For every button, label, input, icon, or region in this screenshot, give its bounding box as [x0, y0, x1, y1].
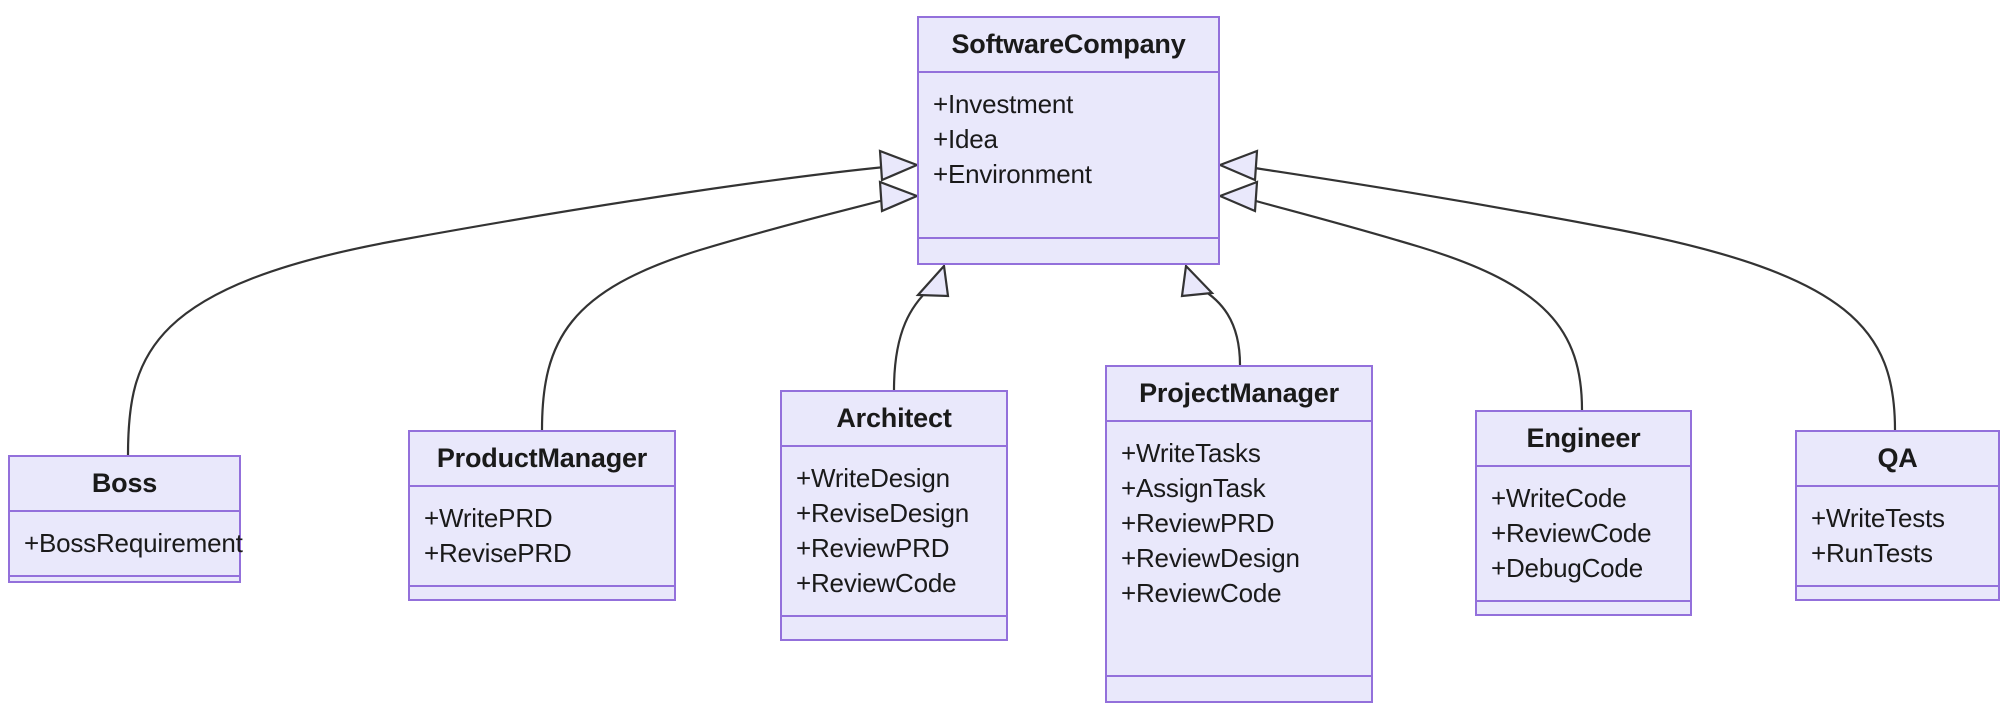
class-methods	[1797, 587, 1998, 611]
attribute-row: +RevisePRD	[424, 538, 572, 568]
attribute-row: +WriteCode	[1491, 483, 1627, 513]
uml-class-projectmanager[interactable]: ProjectManager +WriteTasks +AssignTask +…	[1105, 365, 1373, 703]
class-attributes: +BossRequirement	[10, 512, 243, 577]
attribute-row: +WriteTests	[1811, 503, 1945, 533]
class-title: SoftwareCompany	[919, 18, 1218, 73]
class-methods	[10, 577, 239, 601]
class-title: QA	[1797, 432, 1998, 487]
attribute-row: +ReviewCode	[1121, 578, 1282, 608]
class-title: Boss	[10, 457, 239, 512]
class-methods	[1477, 602, 1690, 626]
attribute-row: +ReviewPRD	[1121, 508, 1275, 538]
class-title: Engineer	[1477, 412, 1690, 467]
attribute-row: +WritePRD	[424, 503, 553, 533]
attribute-row: +WriteDesign	[796, 463, 950, 493]
attribute-row: +WriteTasks	[1121, 438, 1261, 468]
uml-class-productmanager[interactable]: ProductManager +WritePRD +RevisePRD	[408, 430, 676, 601]
class-title: ProjectManager	[1107, 367, 1371, 422]
class-attributes: +Investment +Idea +Environment	[919, 73, 1218, 239]
attribute-row: +ReviewCode	[796, 568, 957, 598]
uml-class-softwarecompany[interactable]: SoftwareCompany +Investment +Idea +Envir…	[917, 16, 1220, 265]
edge-architect-to-softwarecompany	[892, 263, 950, 391]
uml-class-boss[interactable]: Boss +BossRequirement	[8, 455, 243, 583]
class-attributes: +WritePRD +RevisePRD	[410, 487, 674, 587]
attribute-row: +ReviewCode	[1491, 518, 1652, 548]
uml-class-engineer[interactable]: Engineer +WriteCode +ReviewCode +DebugCo…	[1475, 410, 1692, 616]
attribute-row: +BossRequirement	[24, 528, 243, 558]
attribute-row: +Investment	[933, 89, 1074, 119]
attribute-row: +Environment	[933, 159, 1092, 189]
uml-class-qa[interactable]: QA +WriteTests +RunTests	[1795, 430, 2000, 601]
class-attributes: +WriteTests +RunTests	[1797, 487, 1998, 587]
attribute-row: +ReviewPRD	[796, 533, 950, 563]
class-title: ProductManager	[410, 432, 674, 487]
class-attributes: +WriteCode +ReviewCode +DebugCode	[1477, 467, 1690, 602]
attribute-row: +RunTests	[1811, 538, 1933, 568]
class-attributes: +WriteTasks +AssignTask +ReviewPRD +Revi…	[1107, 422, 1371, 677]
class-attributes: +WriteDesign +ReviseDesign +ReviewPRD +R…	[782, 447, 1006, 617]
uml-class-architect[interactable]: Architect +WriteDesign +ReviseDesign +Re…	[780, 390, 1008, 641]
class-methods	[782, 617, 1006, 641]
class-methods	[410, 587, 674, 611]
attribute-row: +AssignTask	[1121, 473, 1266, 503]
class-methods	[919, 239, 1218, 263]
attribute-row: +ReviewDesign	[1121, 543, 1300, 573]
attribute-row: +Idea	[933, 124, 998, 154]
attribute-row: +ReviseDesign	[796, 498, 969, 528]
edge-projectmanager-to-softwarecompany	[1180, 263, 1242, 366]
class-methods	[1107, 677, 1371, 701]
attribute-row: +DebugCode	[1491, 553, 1643, 583]
class-title: Architect	[782, 392, 1006, 447]
